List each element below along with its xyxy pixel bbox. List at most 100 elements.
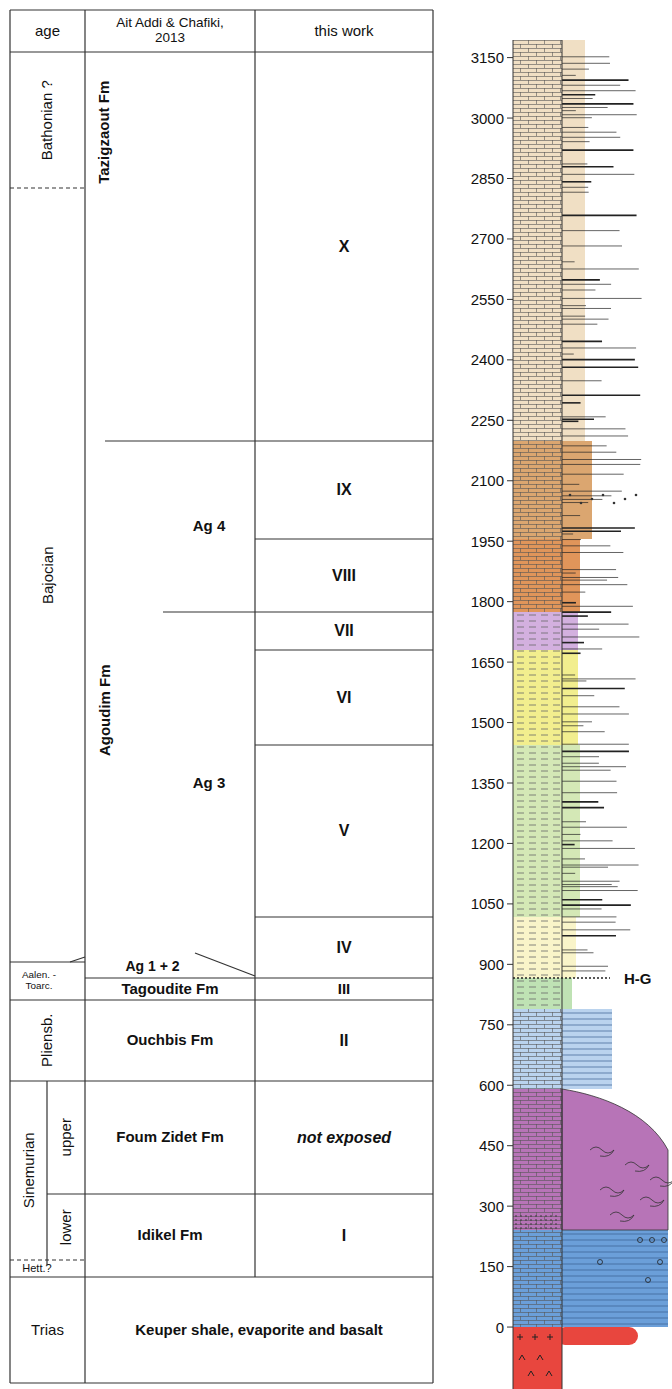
weathering-stroke <box>562 848 635 849</box>
weathering-stroke <box>562 680 586 681</box>
vertical-unit-label: upper <box>58 1118 75 1156</box>
weathering-stroke <box>562 245 622 246</box>
table-rule <box>255 977 433 978</box>
cell-text-area: Ag 4 <box>163 441 255 612</box>
cell-text-area: Ag 3 <box>163 612 255 955</box>
weathering-stroke <box>562 114 637 115</box>
weathering-stroke <box>562 881 620 882</box>
sand-dot <box>550 1219 552 1221</box>
strat-cell: V <box>255 745 433 917</box>
cell-text-area: IV <box>255 917 433 978</box>
table-rule <box>85 999 255 1000</box>
evaporite-symbol <box>537 1355 543 1360</box>
weathering-stroke <box>562 695 594 696</box>
weathering-stroke <box>562 766 626 767</box>
depth-label: 300 <box>479 1199 504 1214</box>
weathering-stroke <box>562 428 625 429</box>
table-rule <box>432 10 433 1383</box>
weathering-stroke <box>562 110 576 111</box>
depth-label: 1800 <box>471 594 504 609</box>
fossil-symbol <box>610 1212 634 1221</box>
lithology-band <box>513 539 562 612</box>
cell-text-area: Idikel Fm <box>85 1194 255 1277</box>
bedding-line <box>562 1318 668 1319</box>
weathering-stroke <box>562 316 585 317</box>
weathering-profile <box>562 745 580 917</box>
depth-tick <box>507 1327 513 1328</box>
depth-tick <box>507 903 513 904</box>
table-rule <box>10 961 85 962</box>
lithology-band <box>513 978 562 1009</box>
sand-dot <box>545 1227 547 1229</box>
lithology-pattern <box>513 745 562 917</box>
vertical-unit-label: Pliensb. <box>39 1014 56 1067</box>
weathering-stroke <box>562 573 576 574</box>
weathering-stroke <box>562 63 610 64</box>
sand-dot <box>569 494 572 497</box>
cell-text-area: Agoudim Fm <box>85 580 125 840</box>
weathering-stroke <box>562 308 611 309</box>
weathering-stroke <box>562 305 586 306</box>
weathering-stroke <box>562 515 580 516</box>
sand-dot <box>515 1219 517 1221</box>
vertical-unit-label: Tazigzaout Fm <box>97 80 114 183</box>
weathering-stroke <box>562 141 590 142</box>
bedding-line <box>562 1312 668 1313</box>
strat-cell: X <box>255 52 433 441</box>
weathering-stroke <box>562 174 634 175</box>
depth-label: 2550 <box>471 292 504 307</box>
weathering-stroke <box>562 652 581 654</box>
sand-dot <box>535 1215 537 1217</box>
strat-cell: Keuper shale, evaporite and basalt <box>85 1277 433 1383</box>
weathering-stroke <box>562 899 602 901</box>
strat-cell: Ouchbis Fm <box>85 1000 255 1081</box>
weathering-stroke <box>562 90 636 91</box>
weathering-stroke <box>562 452 616 453</box>
weathering-stroke <box>562 674 575 675</box>
weathering-stroke <box>562 324 597 325</box>
cell-text-area: Bajocian <box>10 188 85 962</box>
weathering-stroke <box>562 624 629 625</box>
weathering-stroke <box>562 916 616 917</box>
bedding-line <box>562 1055 612 1056</box>
bedding-line <box>562 1079 612 1080</box>
ooid-symbol <box>598 1260 603 1265</box>
cell-text-area: V <box>255 745 433 917</box>
lithology-band <box>513 1089 562 1230</box>
depth-tick <box>507 1266 513 1267</box>
depth-tick <box>507 1085 513 1086</box>
sand-dot <box>591 498 594 501</box>
cell-text-area: Bathonian ? <box>10 52 85 188</box>
table-rule <box>70 957 85 962</box>
weathering-profile <box>562 978 572 1009</box>
weathering-stroke <box>562 359 635 361</box>
depth-tick <box>507 238 513 239</box>
sand-dot <box>550 1215 552 1217</box>
weathering-stroke <box>562 103 633 105</box>
strat-cell: I <box>255 1194 433 1277</box>
depth-label: 2400 <box>471 352 504 367</box>
depth-tick <box>507 1145 513 1146</box>
depth-tick <box>507 843 513 844</box>
table-rule <box>47 1193 85 1194</box>
weathering-stroke <box>562 781 617 782</box>
depth-tick <box>507 299 513 300</box>
weathering-stroke <box>562 602 576 604</box>
depth-label: 900 <box>479 957 504 972</box>
bedding-line <box>562 1252 668 1253</box>
lithology-pattern <box>513 1009 562 1089</box>
cell-text-area: Keuper shale, evaporite and basalt <box>85 1277 433 1383</box>
cell-text-area: age <box>10 10 85 52</box>
weathering-stroke <box>562 844 575 846</box>
weathering-stroke <box>562 192 589 193</box>
lithology-band <box>513 650 562 745</box>
bedding-line <box>562 1061 612 1062</box>
weathering-stroke <box>562 94 595 96</box>
weathering-profile <box>562 917 576 978</box>
strat-cell: III <box>255 978 433 1000</box>
weathering-stroke <box>562 117 592 118</box>
weathering-stroke <box>562 858 585 859</box>
weathering-stroke <box>562 713 629 714</box>
lithology-band <box>513 745 562 917</box>
depth-tick <box>507 722 513 723</box>
